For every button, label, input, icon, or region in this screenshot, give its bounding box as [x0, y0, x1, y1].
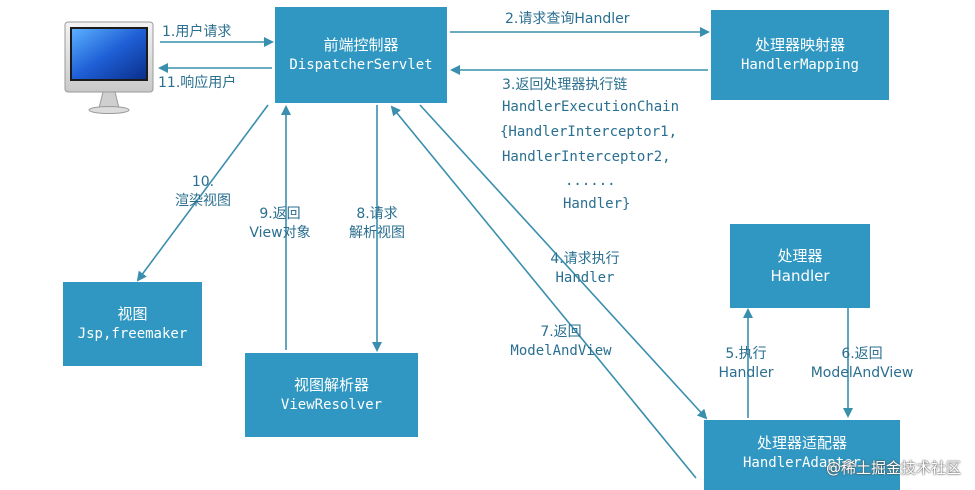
label-step-5: 5.执行 Handler: [705, 345, 787, 383]
label-step-3-chain-2: HandlerInterceptor2,: [502, 149, 671, 165]
watermark: @稀土掘金技术社区: [825, 459, 961, 477]
label-step-4-text: Handler: [555, 270, 615, 286]
label-step-7: 7.返回 ModelAndView: [500, 323, 622, 361]
label-step-9: 9.返回 View对象: [238, 205, 322, 243]
label-step-4-num: 4.请求执行: [550, 251, 620, 267]
label-step-6: 6.返回 ModelAndView: [796, 345, 928, 383]
label-step-8-text: 解析视图: [349, 225, 405, 241]
label-step-3-chain-3: ......: [565, 173, 616, 189]
view-resolver-box: 视图解析器 ViewResolver: [245, 353, 418, 437]
arrow-7-return-modelandview: [390, 105, 697, 479]
resolver-name: ViewResolver: [280, 397, 383, 413]
view-name: Jsp,freemaker: [77, 326, 188, 342]
handler-mapping-box: 处理器映射器 HandlerMapping: [711, 10, 889, 100]
mapping-title: 处理器映射器: [754, 36, 845, 54]
label-step-1: 1.用户请求: [162, 24, 232, 40]
label-step-2: 2.请求查询Handler: [505, 11, 630, 27]
label-step-10-num: 10.: [191, 174, 215, 190]
label-step-3-chain-1: {HandlerInterceptor1,: [500, 124, 678, 140]
label-step-7-num: 7.返回: [540, 324, 582, 340]
label-step-7-text: ModelAndView: [510, 343, 612, 359]
adapter-title: 处理器适配器: [756, 434, 847, 452]
label-step-10-text: 渲染视图: [175, 193, 231, 209]
label-step-5-text: Handler: [718, 365, 774, 381]
label-step-3-chain-0: HandlerExecutionChain: [502, 99, 680, 115]
label-step-4: 4.请求执行 Handler: [530, 250, 640, 288]
label-step-10: 10. 渲染视图: [158, 173, 248, 211]
label-step-5-num: 5.执行: [725, 346, 767, 362]
label-step-8: 8.请求 解析视图: [336, 205, 418, 243]
label-step-3-chain-4: Handler}: [563, 196, 631, 212]
label-step-11: 11.响应用户: [158, 75, 237, 91]
dispatcher-name: DispatcherServlet: [289, 57, 433, 73]
resolver-title: 视图解析器: [293, 376, 369, 394]
label-step-9-text: View对象: [249, 225, 311, 241]
view-title: 视图: [117, 305, 148, 323]
handler-box: 处理器 Handler: [730, 224, 870, 308]
label-step-3: 3.返回处理器执行链: [502, 77, 628, 93]
computer-icon: [63, 18, 155, 116]
handler-adapter-box: 处理器适配器 HandlerAdapter: [704, 420, 900, 490]
mapping-name: HandlerMapping: [740, 57, 859, 73]
label-step-6-text: ModelAndView: [810, 365, 914, 381]
view-box: 视图 Jsp,freemaker: [63, 282, 202, 366]
label-step-6-num: 6.返回: [841, 346, 883, 362]
handler-name: Handler: [770, 267, 830, 285]
label-step-8-num: 8.请求: [356, 206, 398, 222]
label-step-9-num: 9.返回: [259, 206, 301, 222]
arrow-4-execute-handler: [419, 104, 708, 420]
arrow-10-render-view: [136, 104, 269, 282]
handler-title: 处理器: [777, 247, 823, 265]
dispatcher-title: 前端控制器: [323, 36, 399, 54]
adapter-name: HandlerAdapter: [742, 455, 861, 471]
dispatcher-servlet-box: 前端控制器 DispatcherServlet: [275, 7, 447, 103]
